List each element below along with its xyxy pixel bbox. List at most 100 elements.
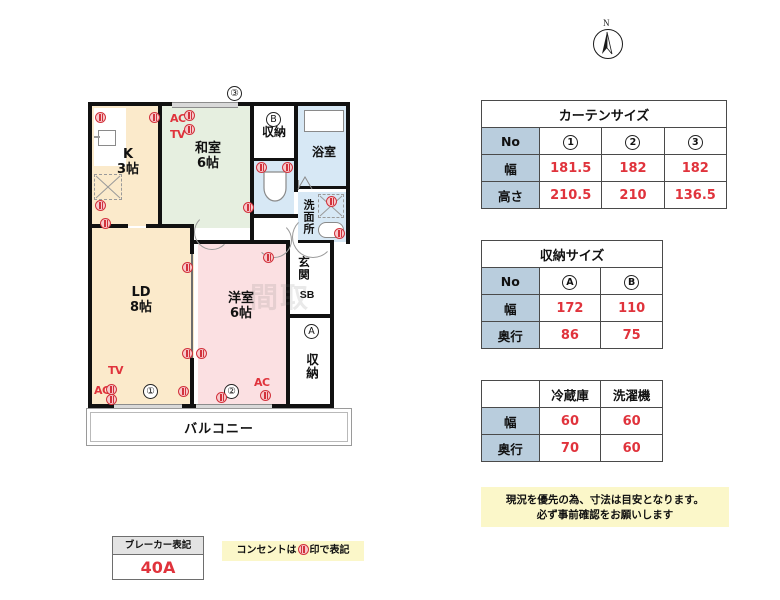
outlet-icon	[182, 348, 193, 359]
wall	[238, 102, 250, 106]
outlet-icon	[100, 218, 111, 229]
room-name: 収納	[304, 352, 319, 380]
storage-width-a: 172	[538, 294, 602, 322]
wall	[330, 242, 334, 408]
room-washitsu	[162, 104, 250, 212]
room-label-yoshitsu: 洋室 6帖	[212, 291, 270, 321]
outlet-icon	[260, 390, 271, 401]
bathtub-fixture	[304, 110, 344, 132]
tv-marker-ld: TV	[108, 364, 124, 377]
col-header-a: A	[538, 267, 602, 295]
outlet-icon	[106, 394, 117, 405]
washer-width: 60	[600, 407, 663, 435]
table-row: No 1 2 3	[481, 127, 728, 155]
outlet-icon	[196, 348, 207, 359]
outlet-icon	[263, 252, 274, 263]
storage-marker-b: B	[266, 112, 281, 127]
note-line-1: 現況を優先の為、寸法は目安となります。	[505, 494, 705, 506]
table-row: No A B	[481, 267, 663, 295]
toilet-icon	[263, 171, 287, 202]
col-header-2: 2	[601, 127, 665, 155]
table-row: 収納サイズ	[481, 240, 663, 268]
wall	[272, 404, 290, 408]
table-row: 高さ 210.5 210 136.5	[481, 181, 728, 209]
row-label-width: 幅	[481, 407, 540, 435]
table-row: 幅 181.5 182 182	[481, 154, 728, 182]
outlet-icon	[178, 386, 189, 397]
wall	[190, 358, 194, 410]
compass-north-label: N	[603, 18, 610, 28]
outlet-icon	[184, 110, 195, 121]
door-swing	[292, 216, 334, 258]
washer-depth: 60	[600, 434, 663, 462]
legend-text-after: 印で表記	[309, 545, 350, 556]
room-label-genkan: 玄関	[296, 248, 312, 288]
storage-marker-a: A	[304, 324, 319, 339]
compass-ring	[593, 29, 623, 59]
storage-depth-a: 86	[538, 321, 602, 349]
stove-icon	[95, 175, 121, 199]
partition	[191, 254, 193, 358]
table-row: 奥行 70 60	[481, 434, 663, 462]
bath-door-icon	[297, 176, 313, 190]
door-swing	[256, 222, 292, 258]
outlet-icon	[282, 162, 293, 173]
balcony: バルコニー	[86, 408, 352, 446]
storage-label-a: 収納	[302, 344, 321, 388]
room-size: 6帖	[229, 305, 253, 321]
curtain-size-table: カーテンサイズ No 1 2 3 幅 181.5 182 182 高さ 210.…	[481, 100, 728, 209]
curtain-width-2: 182	[601, 154, 665, 182]
wall	[88, 102, 92, 228]
row-label-no: No	[481, 127, 540, 155]
room-label-washitsu: 和室 6帖	[180, 141, 236, 171]
table-row: 冷蔵庫 洗濯機	[481, 380, 663, 408]
wall	[182, 404, 196, 408]
ac-marker-washitsu: AC	[170, 112, 186, 125]
table-row: 奥行 86 75	[481, 321, 663, 349]
row-label-depth: 奥行	[481, 434, 540, 462]
outlet-icon	[334, 228, 345, 239]
wall	[90, 404, 114, 408]
row-label-width: 幅	[481, 154, 540, 182]
storage-width-b: 110	[600, 294, 663, 322]
tv-marker-washitsu: TV	[170, 128, 186, 141]
storage-depth-b: 75	[600, 321, 663, 349]
curtain-height-1: 210.5	[538, 181, 603, 209]
circled-3: 3	[687, 134, 703, 150]
room-name: 玄関	[297, 255, 311, 281]
balcony-label: バルコニー	[184, 422, 254, 437]
circled-1: 1	[563, 134, 579, 150]
row-label-depth: 奥行	[481, 321, 540, 349]
appliance-corner-cell	[481, 380, 540, 408]
room-label-bath: 浴室	[304, 145, 344, 159]
outlet-icon	[326, 196, 337, 207]
wall	[294, 102, 298, 192]
storage-label-b: 収納	[256, 125, 292, 139]
room-label-ld: LD 8帖	[112, 285, 170, 315]
curtain-height-2: 210	[601, 181, 665, 209]
sink-fixture	[98, 130, 116, 146]
door-line	[298, 180, 299, 190]
wall	[294, 186, 350, 189]
room-size: 6帖	[196, 155, 220, 171]
door-swing	[194, 214, 230, 250]
faucet	[94, 136, 100, 138]
col-header-fridge: 冷蔵庫	[538, 380, 602, 408]
room-name: 洗面所	[302, 199, 315, 235]
wall	[250, 214, 298, 218]
floor-plan: K 3帖 和室 6帖 LD 8帖 洋室 6帖 浴室 洗面所 玄関 SB 収納 収…	[86, 86, 352, 446]
outlet-icon	[182, 262, 193, 273]
room-label-kitchen: K 3帖	[108, 147, 148, 177]
col-header-3: 3	[663, 127, 728, 155]
room-name: K	[122, 147, 134, 162]
wall	[146, 224, 194, 228]
note-line-2: 必ず事前確認をお願いします	[536, 509, 674, 522]
breaker-title: ブレーカー表記	[113, 537, 203, 555]
curtain-height-3: 136.5	[663, 181, 728, 209]
window-marker-1: ①	[143, 384, 158, 399]
curtain-table-title: カーテンサイズ	[481, 100, 727, 128]
table-row: 幅 60 60	[481, 407, 663, 435]
compass-rose: N	[586, 18, 630, 72]
outlet-icon	[95, 200, 106, 211]
disclaimer-note: 現況を優先の為、寸法は目安となります。 必ず事前確認をお願いします	[481, 487, 729, 527]
